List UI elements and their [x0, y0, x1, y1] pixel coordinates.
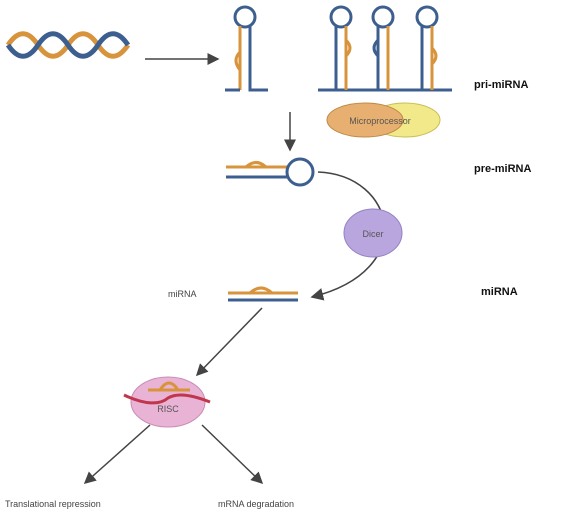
mirna-stage-label: miRNA [481, 286, 518, 298]
translational-repression-label: Translational repression [5, 499, 101, 509]
mirna-duplex [228, 286, 298, 302]
mirna-side-label: miRNA [168, 289, 197, 299]
repression-arrow [83, 424, 151, 484]
pri-mirna-hairpin [225, 5, 268, 92]
pre-mirna-hairpin [226, 157, 315, 187]
degradation-arrow [201, 424, 264, 485]
dna-helix [5, 31, 131, 59]
risc-loading-arrow [195, 307, 263, 377]
mrna-degradation-label: mRNA degradation [218, 499, 294, 509]
dicer-label: Dicer [362, 229, 383, 239]
microprocessor-complex: Microprocessor [326, 102, 441, 138]
pre-mirna-label: pre-miRNA [474, 163, 532, 175]
risc-complex: RISC [123, 376, 211, 428]
dicer-enzyme: Dicer [343, 208, 403, 258]
microprocessor-label: Microprocessor [349, 116, 411, 126]
pri-mirna-label: pri-miRNA [474, 79, 528, 91]
polycistronic-pri-mirna [318, 5, 452, 92]
risc-label: RISC [157, 404, 179, 414]
